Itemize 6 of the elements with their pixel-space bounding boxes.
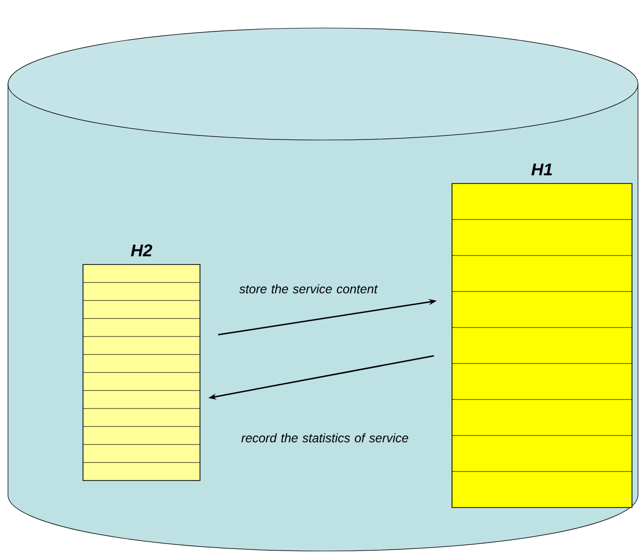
node-label: H2 — [130, 244, 152, 256]
edge-label: store the service content — [239, 284, 378, 294]
edge-label: record the statistics of service — [241, 433, 408, 442]
stacked-box: H2 — [82, 244, 200, 481]
stacked-box: H1 — [452, 164, 632, 508]
node-label: H1 — [531, 164, 552, 176]
